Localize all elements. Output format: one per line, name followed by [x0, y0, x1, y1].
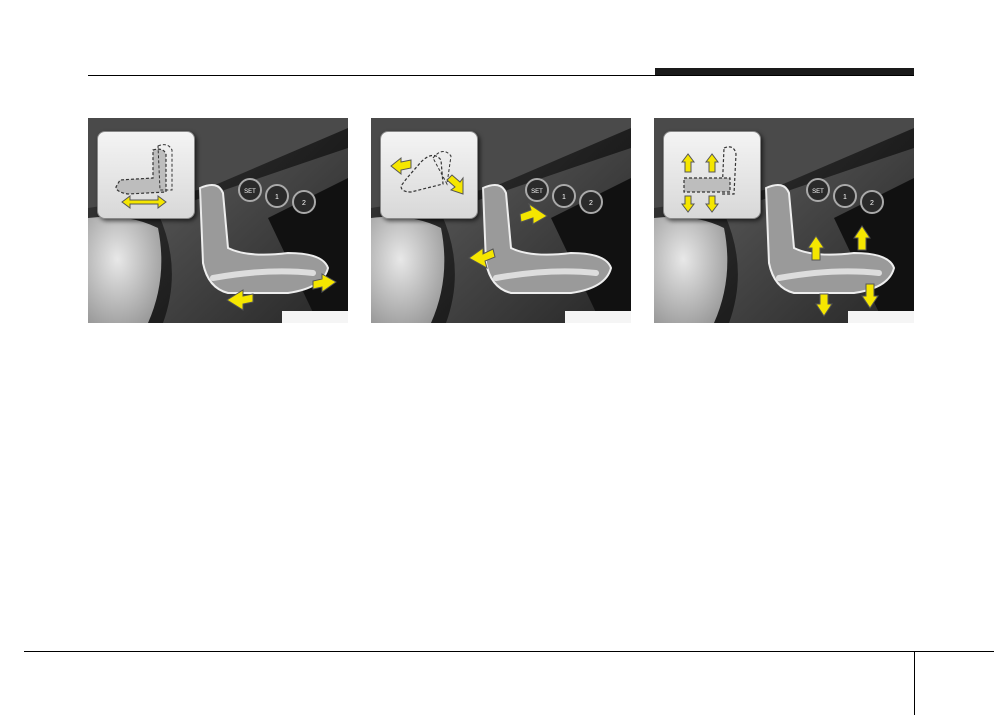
- header-rule: [88, 75, 914, 76]
- seat-switch-panel: [764, 183, 896, 294]
- memory-button-set[interactable]: SET: [806, 178, 830, 202]
- figure-seat-recline: SET 1 2: [371, 118, 631, 323]
- figure-code-label: [565, 311, 631, 323]
- memory-button-1[interactable]: 1: [833, 184, 857, 208]
- memory-button-2[interactable]: 2: [860, 190, 884, 214]
- figure-seat-height: SET 1 2: [654, 118, 914, 323]
- memory-button-2-label: 2: [302, 200, 306, 207]
- arrow-down-front-icon: [861, 283, 879, 309]
- seat-height-icon: [663, 131, 761, 219]
- memory-button-1-label: 1: [562, 194, 566, 201]
- figure-code-label: [848, 311, 914, 323]
- arrow-up-rear-icon: [807, 235, 825, 261]
- memory-button-1[interactable]: 1: [552, 184, 576, 208]
- footer-rule: [24, 651, 994, 652]
- memory-button-2-label: 2: [870, 200, 874, 207]
- memory-button-set[interactable]: SET: [238, 178, 262, 202]
- memory-button-2-label: 2: [589, 200, 593, 207]
- memory-button-set-label: SET: [812, 189, 824, 195]
- footer-page-divider: [914, 651, 915, 715]
- arrow-recline-back-icon: [468, 247, 496, 270]
- memory-button-1-label: 1: [843, 194, 847, 201]
- memory-button-1[interactable]: 1: [265, 184, 289, 208]
- memory-button-set-label: SET: [244, 189, 256, 195]
- arrow-forward-icon: [312, 273, 337, 293]
- arrow-up-front-icon: [853, 225, 871, 251]
- seat-recline-icon: [380, 131, 478, 219]
- memory-button-1-label: 1: [275, 194, 279, 201]
- arrow-recline-forward-icon: [519, 202, 548, 225]
- figure-code-label: [282, 311, 348, 323]
- memory-button-set-label: SET: [531, 189, 543, 195]
- memory-button-2[interactable]: 2: [579, 190, 603, 214]
- seat-switch-panel: [198, 183, 330, 294]
- figure-seat-fore-aft: SET 1 2: [88, 118, 348, 323]
- header-accent-bar: [655, 68, 914, 75]
- arrow-down-rear-icon: [815, 293, 833, 317]
- memory-button-set[interactable]: SET: [525, 178, 549, 202]
- seat-slide-icon: [97, 131, 195, 219]
- memory-button-2[interactable]: 2: [292, 190, 316, 214]
- seat-switch-panel: [481, 183, 613, 294]
- arrow-backward-icon: [226, 289, 254, 311]
